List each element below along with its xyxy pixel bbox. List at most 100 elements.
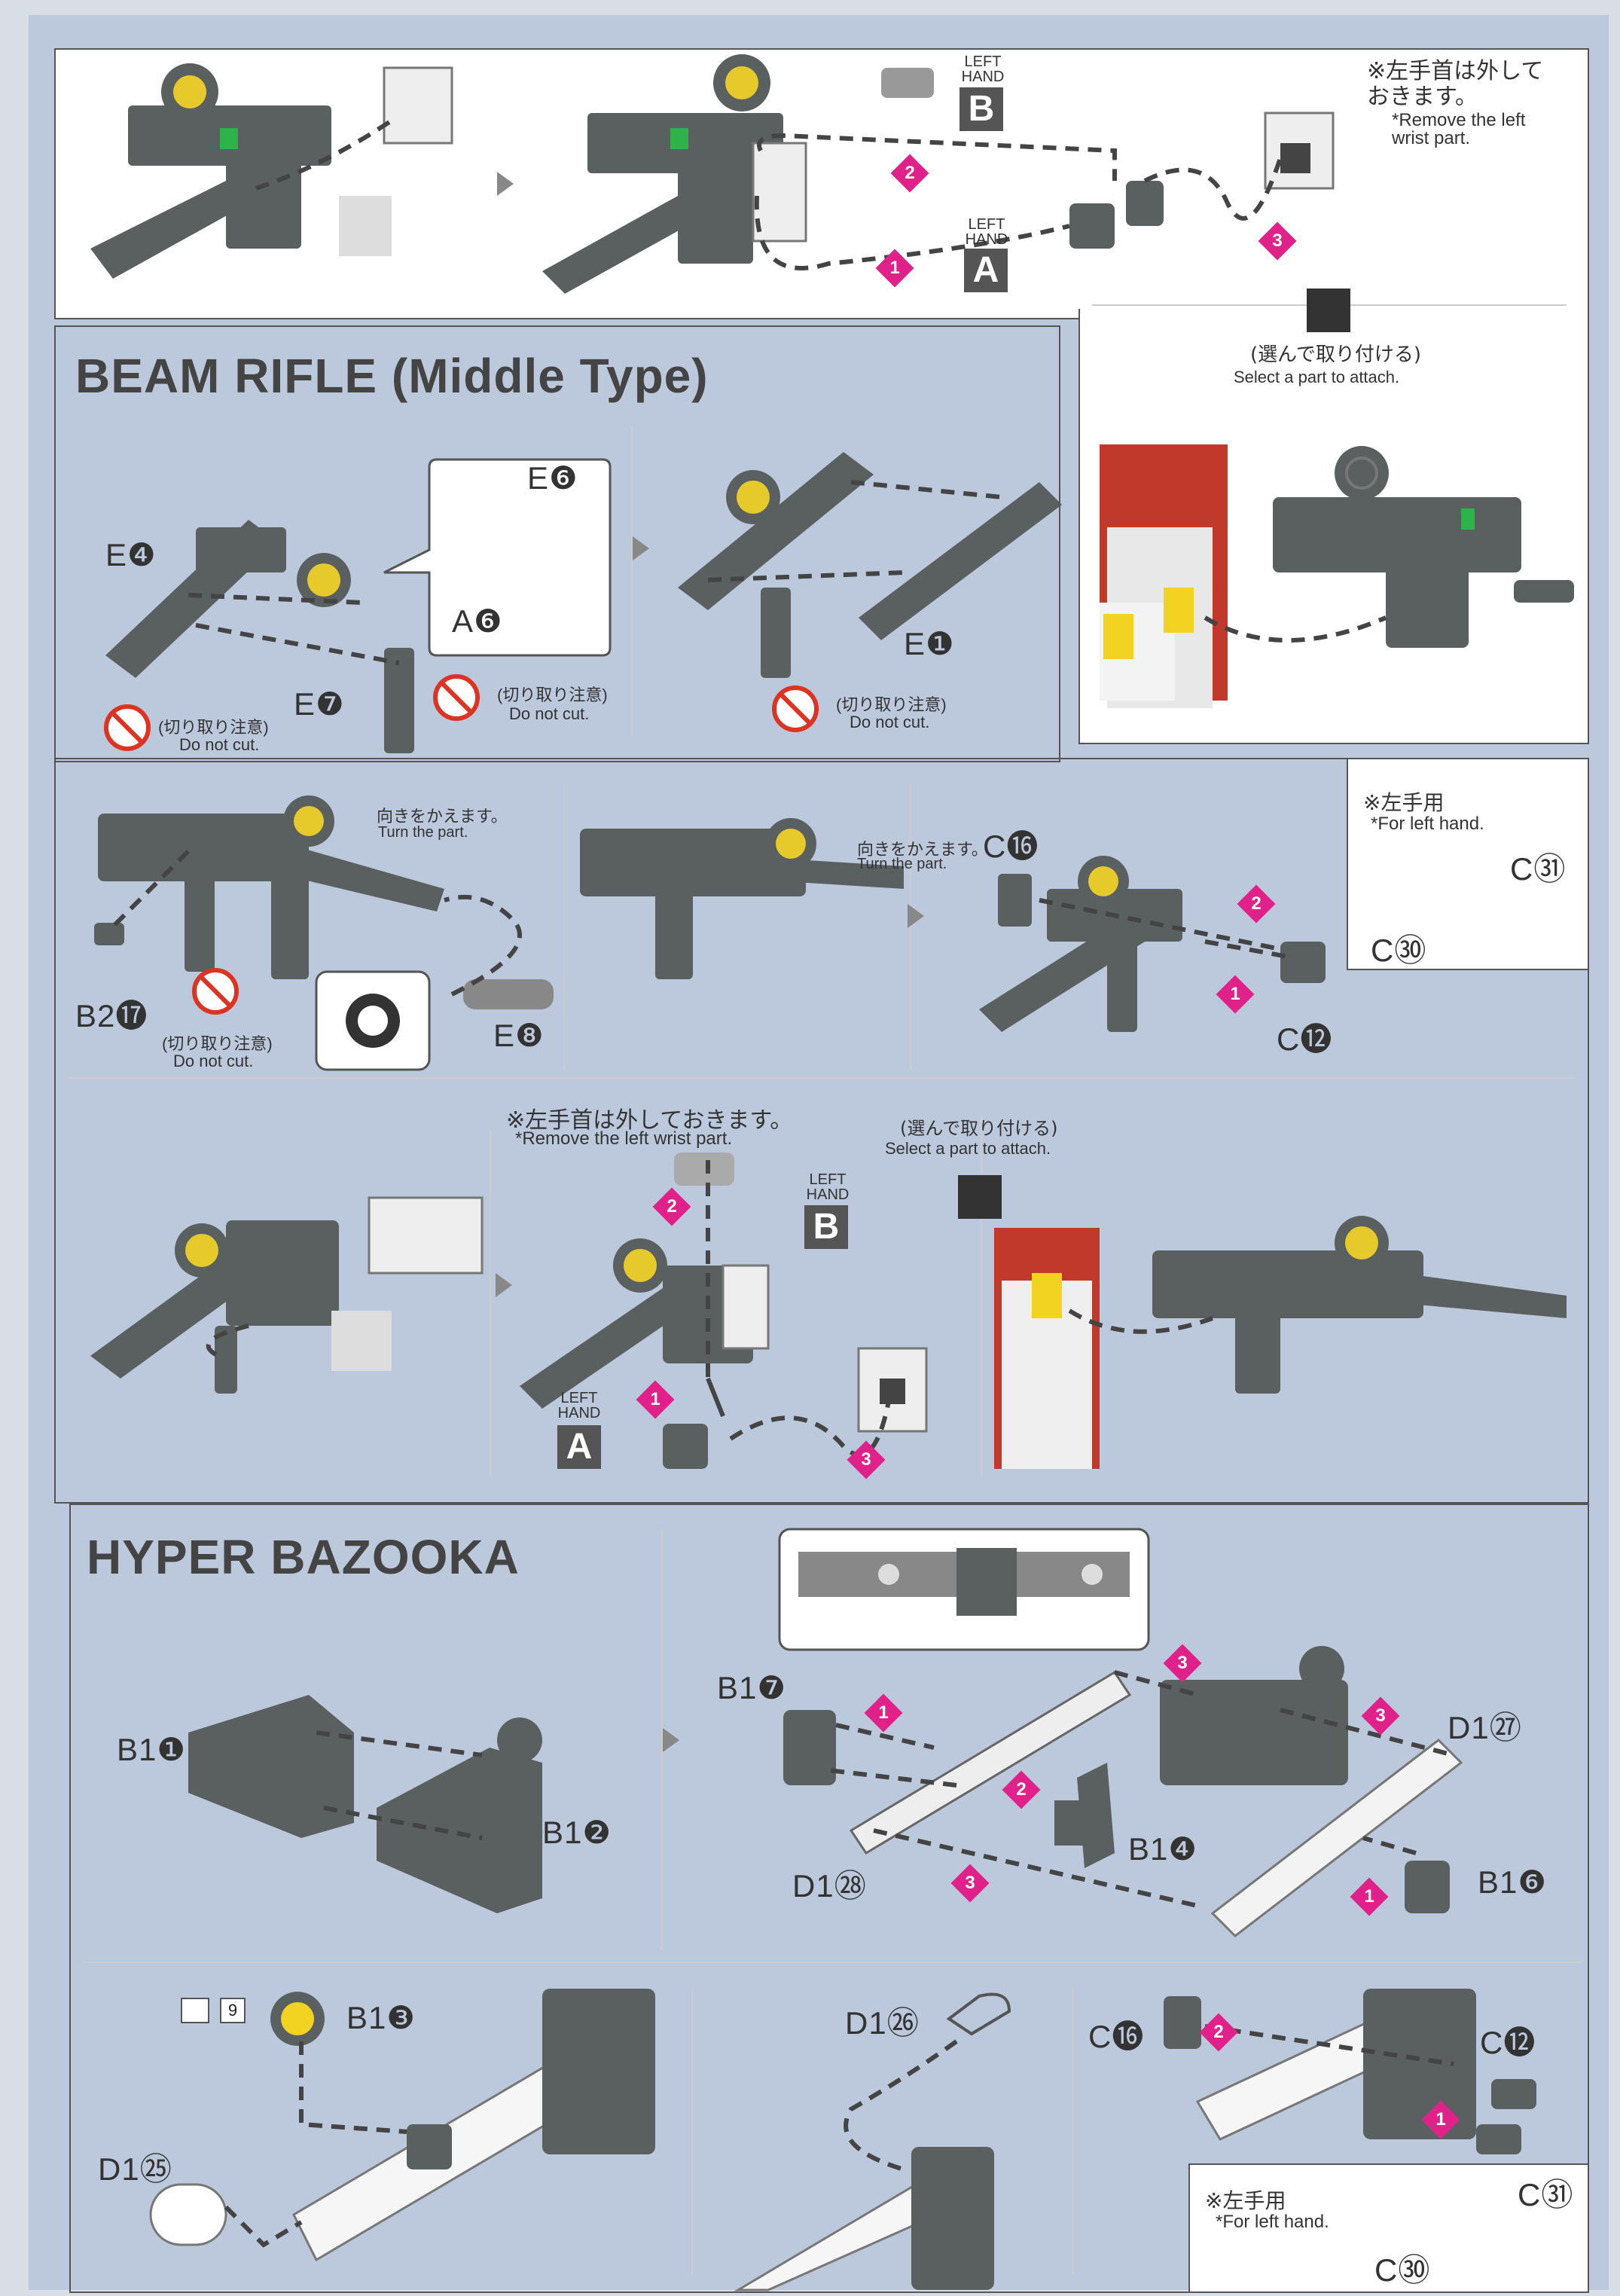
part-label-b1-1: B1❶ [117,1732,187,1767]
left-hand-caption-b: LEFT HAND [806,1171,850,1203]
do-not-cut-jp: (切り取り注意) [497,685,608,704]
left-hand-note-en: *For left hand. [1371,814,1484,834]
step-badge: 3 [950,1864,990,1903]
turn-part-note-jp: 向きをかえます。 [377,808,508,826]
flow-arrow-icon [496,1273,512,1297]
remove-wrist-note-jp: ※左手首は外して おきます。 [1367,58,1544,110]
part-label-c31: C㉛ [1518,2177,1574,2212]
rifle-step-panel [54,758,1589,1504]
part-label-b1-3: B1❸ [346,2000,416,2035]
step-badge: 2 [890,154,929,193]
divider [68,1077,1574,1079]
left-hand-b-box: B [804,1205,848,1249]
turn-part-note-jp: 向きをかえます。 [857,841,988,859]
rifle-illustration [90,63,453,279]
turn-part-note-en: Turn the part. [857,856,947,872]
left-hand-caption-a: LEFT HAND [557,1390,601,1421]
divider [661,1529,663,1951]
remove-wrist-note-jp: ※左手首は外しておきます。 [506,1107,793,1134]
part-label-e4: E❹ [105,537,157,572]
left-hand-a-box: A [557,1425,601,1469]
beam-rifle-title: BEAM RIFLE (Middle Type) [75,349,709,403]
select-note-en: Select a part to attach. [1234,368,1400,386]
part-label-c30: C㉚ [1374,2252,1431,2288]
part-label-e8: E❽ [493,1018,545,1053]
part-label-e6: E❻ [527,460,578,496]
step-badge: 1 [1216,975,1255,1014]
flow-arrow-icon [633,536,649,560]
do-not-cut-en: Do not cut. [179,735,260,754]
beam-rifle-panel [54,325,1060,762]
part-label-a6: A❻ [452,603,503,639]
callout-bubble [383,458,612,657]
left-hand-box [1347,758,1589,970]
select-part-icon [1307,289,1350,332]
do-not-cut-jp: (切り取り注意) [162,1034,273,1053]
turn-part-note-en: Turn the part. [378,824,468,841]
select-note-jp: (選んで取り付ける) [900,1118,1058,1139]
select-note-jp: (選んで取り付ける) [1250,343,1421,366]
hyper-bazooka-title: HYPER BAZOOKA [87,1530,520,1584]
divider [563,783,565,1070]
do-not-cut-jp: (切り取り注意) [158,718,269,737]
step-badge: 1 [864,1693,903,1733]
divider [1072,1989,1074,2275]
left-hand-box [1188,2163,1589,2293]
part-label-b2-17: B2⓱ [75,998,148,1034]
select-note-en: Select a part to attach. [885,1139,1051,1158]
part-label-b1-4: B1❹ [1128,1831,1198,1867]
step-badge: 2 [1237,884,1276,924]
part-label-d1-27: D1㉗ [1448,1710,1522,1745]
left-hand-caption-a: LEFT HAND [965,216,1008,248]
part-label-b1-2: B1❷ [542,1815,612,1850]
do-not-cut-jp: (切り取り注意) [836,695,947,714]
step-badge: 2 [1002,1770,1041,1809]
divider [631,426,633,735]
do-not-cut-icon [433,674,480,721]
part-label-c30: C㉚ [1371,933,1427,968]
left-hand-caption-b: LEFT HAND [961,53,1005,85]
select-part-icon [958,1175,1002,1219]
left-hand-note-jp: ※左手用 [1205,2188,1286,2213]
do-not-cut-icon [104,704,151,751]
part-label-c12: C⓬ [1277,1021,1333,1057]
divider [981,1115,982,1476]
remove-wrist-note-en: *Remove the left wrist part. [1392,110,1526,148]
step-badge: 2 [652,1187,691,1226]
do-not-cut-icon [772,685,819,732]
remove-wrist-note-en: *Remove the left wrist part. [515,1128,733,1149]
hyper-bazooka-panel [69,1504,1589,2293]
step-badge: 3 [1361,1696,1400,1736]
do-not-cut-icon [192,968,239,1015]
part-label-c16: C⓰ [1088,2019,1145,2054]
step-badge: 1 [636,1380,675,1419]
step-badge: 1 [1350,1877,1389,1916]
left-hand-b-box: B [959,87,1003,131]
divider [83,1962,1582,1963]
flow-arrow-icon [908,904,924,928]
flow-arrow-icon [497,172,514,196]
step-badge: 3 [1163,1644,1202,1683]
do-not-cut-en: Do not cut. [173,1052,254,1070]
sticker-number: 9 [220,1998,246,2023]
part-label-c31: C㉛ [1510,851,1567,887]
part-label-c12: C⓬ [1480,2025,1536,2060]
do-not-cut-en: Do not cut. [509,704,590,723]
part-label-d1-28: D1㉘ [792,1868,867,1904]
left-hand-note-en: *For left hand. [1216,2212,1329,2232]
part-label-b1-7: B1❼ [717,1670,787,1705]
step-badge: 2 [1199,2013,1238,2052]
flow-arrow-icon [663,1728,679,1752]
part-label-b1-6: B1❻ [1478,1864,1548,1900]
do-not-cut-en: Do not cut. [850,713,930,731]
part-label-c16: C⓰ [983,829,1039,864]
step-badge: 1 [1421,2100,1460,2139]
part-label-d1-26: D1㉖ [845,2005,920,2041]
step-badge: 3 [847,1440,886,1479]
part-label-e7: E❼ [294,686,345,722]
part-label-d1-25: D1㉕ [98,2151,172,2187]
left-hand-a-box: A [964,249,1008,292]
step-badge: 3 [1258,221,1297,261]
divider [490,1130,491,1476]
step-badge: 1 [875,249,914,288]
